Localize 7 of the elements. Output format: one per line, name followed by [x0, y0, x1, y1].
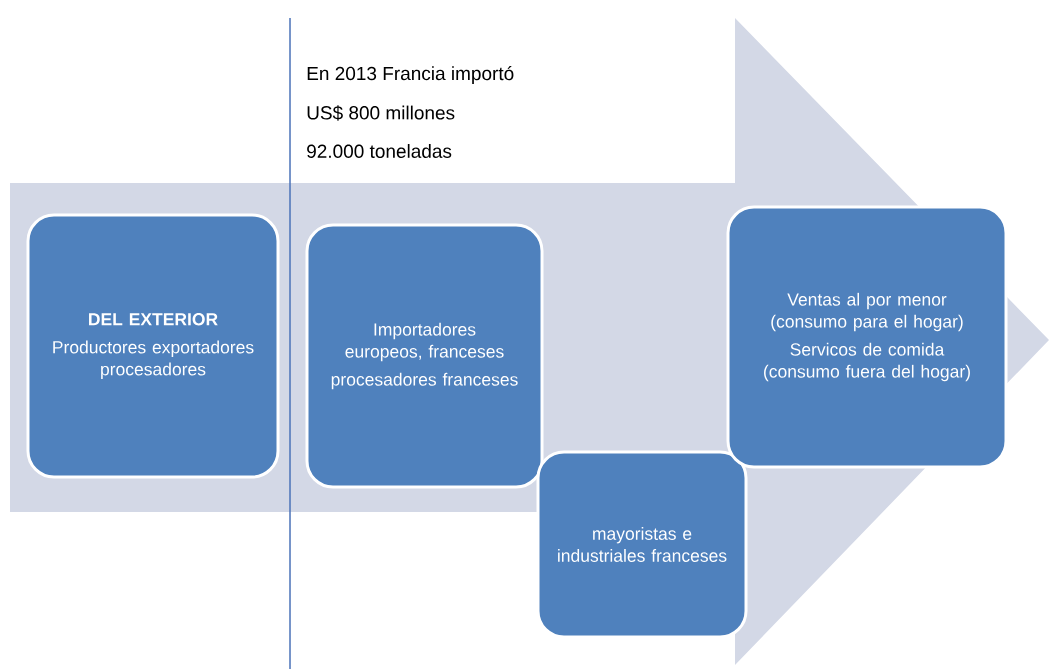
- process-box: DEL EXTERIOR Productores exportadores procesadores: [26, 213, 280, 479]
- note-text: US$ 800 millones: [307, 105, 455, 121]
- note-text: En 2013 Francia importó: [307, 66, 514, 84]
- process-box: Ventas al por menor (consumo para el hogar) Servicos de comida (consumo fuera del hogar): [726, 205, 1008, 469]
- process-box: Importadores europeos, franceses procesadores franceses: [305, 223, 544, 489]
- process-box: mayoristas e industriales franceses: [536, 450, 748, 639]
- note-text: 92.000 toneladas: [307, 144, 452, 158]
